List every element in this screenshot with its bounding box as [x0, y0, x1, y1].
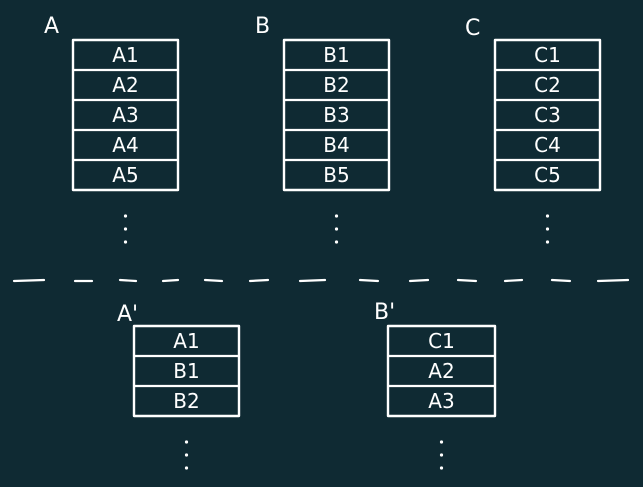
stack-cell: B4 — [323, 133, 349, 157]
stack-cell: C4 — [534, 133, 561, 157]
ellipsis-dot — [123, 240, 128, 244]
stack-cell: A5 — [112, 163, 138, 187]
ellipsis-dot — [545, 214, 550, 218]
stack-cell: B3 — [323, 103, 349, 127]
stacks-layer: AA1A2A3A4A5BB1B2B3B4B5CC1C2C3C4C5A'A1B1B… — [44, 14, 602, 470]
top-stack-outline — [71, 38, 180, 192]
top-stack-title: A — [44, 14, 59, 39]
ellipsis-dot — [439, 440, 444, 444]
stack-cell: A3 — [428, 389, 454, 413]
bottom-stack-title: A' — [117, 302, 138, 327]
stack-cell: B5 — [323, 163, 349, 187]
stack-cell: B2 — [173, 389, 199, 413]
ellipsis-dots — [334, 214, 339, 244]
bottom-stack-outline — [132, 324, 241, 418]
stack-cell: C2 — [534, 73, 561, 97]
ellipsis-dot — [439, 466, 444, 470]
stack-cell: B2 — [323, 73, 349, 97]
ellipsis-dot — [123, 214, 128, 218]
ellipsis-dots — [123, 214, 128, 244]
top-stack-title: C — [465, 16, 480, 41]
ellipsis-dot — [123, 227, 128, 231]
ellipsis-dot — [334, 240, 339, 244]
stack-cell: A4 — [112, 133, 138, 157]
ellipsis-dots — [545, 214, 550, 244]
stack-cell: C1 — [428, 329, 455, 353]
ellipsis-dot — [184, 453, 189, 457]
stack-cell: A2 — [112, 73, 138, 97]
stack-cell: A3 — [112, 103, 138, 127]
stack-cell: B1 — [173, 359, 199, 383]
bottom-stack-outline — [386, 324, 497, 418]
stack-cell: B1 — [323, 43, 349, 67]
ellipsis-dot — [545, 227, 550, 231]
stack-cell: A1 — [173, 329, 199, 353]
top-stack-outline — [282, 38, 391, 192]
stack-cell: C5 — [534, 163, 561, 187]
ellipsis-dot — [184, 466, 189, 470]
ellipsis-dot — [334, 227, 339, 231]
ellipsis-dot — [439, 453, 444, 457]
stack-cell: C3 — [534, 103, 561, 127]
ellipsis-dot — [334, 214, 339, 218]
ellipsis-dots — [184, 440, 189, 470]
bottom-stack-title: B' — [374, 300, 395, 325]
stack-cell: A2 — [428, 359, 454, 383]
top-stack-outline — [493, 38, 602, 192]
ellipsis-dots — [439, 440, 444, 470]
stack-cell: A1 — [112, 43, 138, 67]
top-stack-title: B — [255, 14, 270, 39]
stack-cell: C1 — [534, 43, 561, 67]
ellipsis-dot — [184, 440, 189, 444]
divider-dashed-line — [12, 278, 630, 283]
ellipsis-dot — [545, 240, 550, 244]
